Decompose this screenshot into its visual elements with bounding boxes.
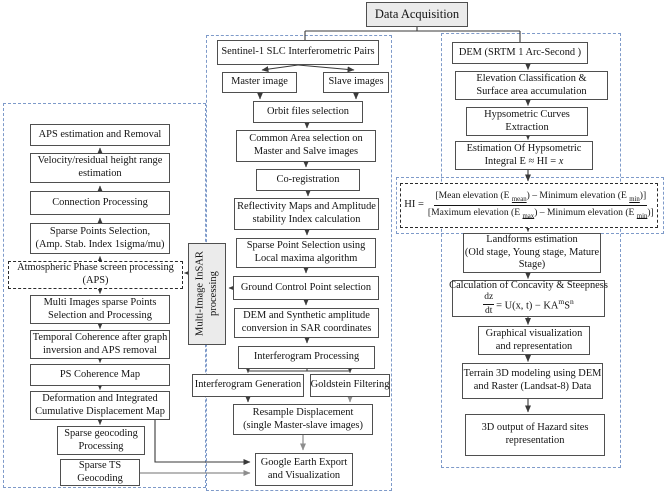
box-velocity-residual: Velocity/residual height range estimatio…: [30, 153, 170, 183]
box-hypsometric-curves: Hypsometric Curves Extraction: [466, 107, 588, 136]
box-resample-displacement: Resample Displacement (single Master-sla…: [233, 404, 373, 435]
box-sparse-point-selection: Sparse Point Selection using Local maxim…: [236, 238, 376, 268]
hi-fraction: [Mean elevation (E mean) – Minimum eleva…: [428, 190, 654, 220]
box-connection-processing: Connection Processing: [30, 191, 170, 215]
box-dem-synthetic: DEM and Synthetic amplitude conversion i…: [234, 308, 379, 338]
box-interferogram-generation: Interferogram Generation: [192, 374, 304, 397]
right-panel-outline: [441, 33, 621, 468]
box-goldstein-filtering: Goldstein Filtering: [310, 374, 390, 397]
box-3d-output-hazard: 3D output of Hazard sites representation: [465, 414, 605, 456]
italic-x: x: [558, 155, 564, 167]
hi-equals-label: HI =: [404, 199, 424, 211]
box-graphical-visualization: Graphical visualization and representati…: [478, 326, 590, 355]
box-temporal-coherence: Temporal Coherence after graph inversion…: [30, 330, 170, 359]
box-ps-coherence-map: PS Coherence Map: [30, 364, 170, 386]
hi-denominator: [Maximum elevation (E max) – Minimum ele…: [427, 206, 654, 220]
box-terrain-3d-modeling: Terrain 3D modeling using DEM and Raster…: [462, 363, 603, 399]
box-hi-formula: HI = [Mean elevation (E mean) – Minimum …: [400, 183, 658, 228]
box-coregistration: Co-registration: [256, 169, 360, 191]
box-deformation-displacement-map: Deformation and Integrated Cumulative Di…: [30, 391, 170, 420]
box-google-earth-export: Google Earth Export and Visualization: [255, 453, 353, 486]
hi-numerator: [Mean elevation (E mean) – Minimum eleva…: [434, 190, 648, 206]
box-common-area: Common Area selection on Master and Salv…: [236, 130, 376, 162]
box-reflectivity-maps: Reflectivity Maps and Amplitude stabilit…: [234, 198, 379, 230]
box-hypsometric-integral-estimation: Estimation Of Hypsometric Integral E ≈ H…: [455, 141, 593, 170]
box-dem-srtm: DEM (SRTM 1 Arc-Second ): [452, 42, 588, 64]
box-orbit-files: Orbit files selection: [253, 101, 363, 123]
box-slave-images: Slave images: [323, 72, 389, 93]
box-aps-estimation-removal: APS estimation and Removal: [30, 124, 170, 146]
box-sparse-points-selection: Sparse Points Selection, (Amp. Stab. Ind…: [30, 223, 170, 254]
box-data-acquisition: Data Acquisition: [366, 2, 468, 27]
box-multi-image-insar-label: Multi-Image InSAR processing: [188, 243, 226, 345]
box-sentinel-pairs: Sentinel-1 SLC Interferometric Pairs: [217, 40, 379, 65]
box-interferogram-processing: Interferogram Processing: [238, 346, 375, 369]
box-landforms-estimation: Landforms estimation (Old stage, Young s…: [463, 233, 601, 273]
box-master-image: Master image: [222, 72, 297, 93]
box-sparse-geocoding: Sparse geocoding Processing: [57, 426, 145, 455]
box-elevation-classification: Elevation Classification & Surface area …: [455, 71, 608, 100]
box-multi-images-sparse-points: Multi Images sparse Points Selection and…: [30, 295, 170, 324]
box-sparse-ts-geocoding: Sparse TS Geocoding: [60, 459, 140, 486]
box-ground-control-point: Ground Control Point selection: [233, 276, 379, 300]
box-atmospheric-phase-screen: Atmospheric Phase screen processing (APS…: [8, 261, 183, 289]
